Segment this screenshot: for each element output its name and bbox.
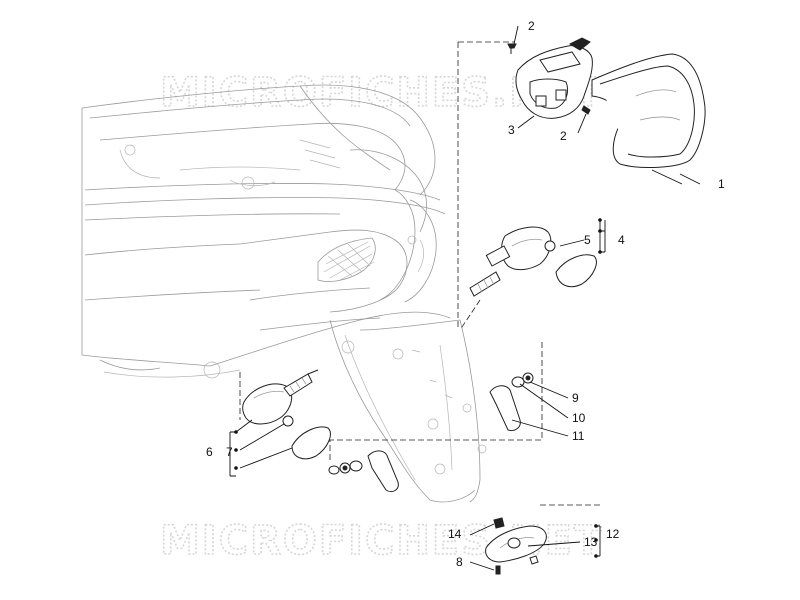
callout-14: 14 <box>448 527 462 541</box>
callout-12: 12 <box>606 527 620 541</box>
part-tail-light-holder <box>515 37 593 119</box>
dashed-guide-lower <box>329 342 543 460</box>
part-signal-bushings-left <box>328 450 399 493</box>
part-screw-lower <box>581 105 591 115</box>
callout-10: 10 <box>572 411 586 425</box>
callout-2-upper: 2 <box>528 19 535 33</box>
dashed-guide-right-signal <box>459 299 481 331</box>
part-screw-upper <box>507 43 517 54</box>
callout-6: 6 <box>206 445 213 459</box>
callout-9: 9 <box>572 391 579 405</box>
callout-5: 5 <box>584 233 591 247</box>
dashed-guide-upper <box>457 41 515 330</box>
scooter-rear-body <box>81 84 487 503</box>
callout-4: 4 <box>618 233 625 247</box>
callout-2-lower: 2 <box>560 129 567 143</box>
callout-3: 3 <box>508 123 515 137</box>
callout-7: 7 <box>226 445 233 459</box>
callout-8: 8 <box>456 555 463 569</box>
part-left-turn-signal <box>242 369 331 460</box>
part-tail-light-lens <box>591 53 706 168</box>
callout-1: 1 <box>718 177 725 191</box>
part-signal-bushings-right <box>489 372 534 431</box>
part-license-plate-light <box>485 517 547 575</box>
group-dots <box>234 218 602 558</box>
callout-13: 13 <box>584 535 598 549</box>
callout-11: 11 <box>572 429 585 443</box>
part-right-turn-signal <box>469 226 597 297</box>
